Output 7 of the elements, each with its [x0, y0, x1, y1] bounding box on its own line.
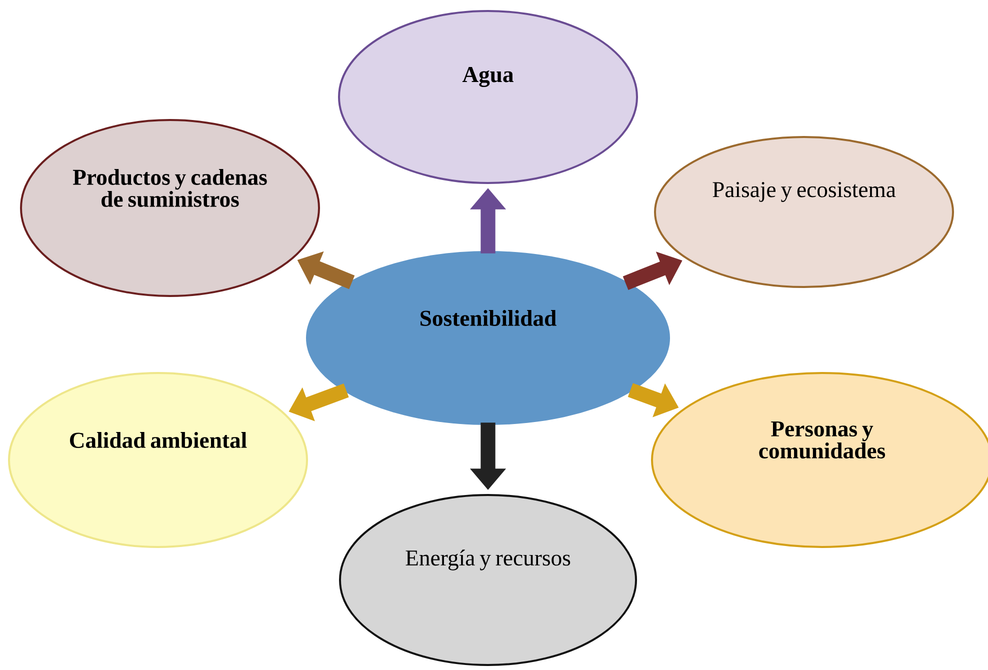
- ellipse-node: Productos y cadenas de suministros: [20, 119, 320, 297]
- ellipse-node: Agua: [338, 10, 638, 184]
- ellipse-node: Personas y comunidades: [651, 372, 988, 548]
- ellipse-node: Energía y recursos: [339, 494, 637, 666]
- ellipse-node: Calidad ambiental: [8, 372, 308, 548]
- ellipse-node: Sostenibilidad: [306, 251, 670, 425]
- ellipse-node: Paisaje y ecosistema: [654, 136, 954, 288]
